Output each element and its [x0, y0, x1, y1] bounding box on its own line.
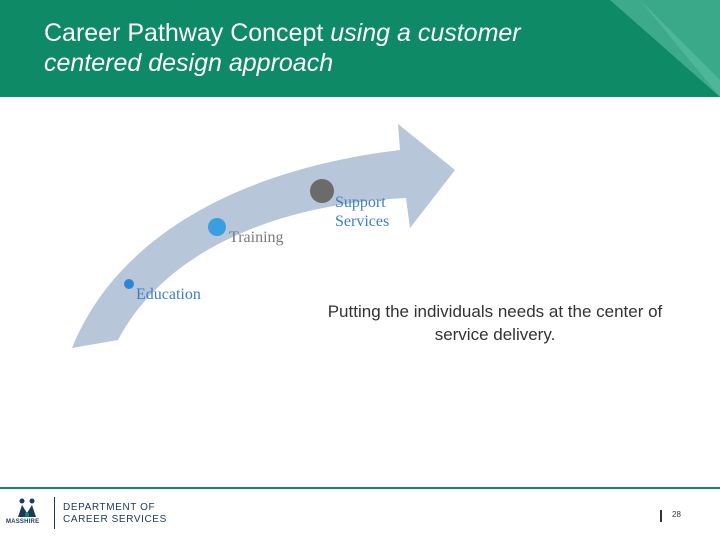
stage-training-label: Training [229, 229, 284, 246]
page-title: Career Pathway Concept using a customer … [44, 18, 644, 78]
department-name: DEPARTMENT OF CAREER SERVICES [63, 502, 167, 526]
title-banner: Career Pathway Concept using a customer … [0, 0, 720, 97]
footer-divider [0, 487, 720, 489]
title-plain: Career Pathway Concept [44, 19, 331, 47]
logo-wordmark: MASSHIRE [6, 519, 40, 525]
title-italic-2: centered design approach [44, 49, 334, 77]
masshire-logo-icon [18, 498, 36, 517]
pathway-arrow [72, 124, 455, 348]
title-italic-1: using a customer [330, 19, 521, 47]
body-text: Putting the individuals needs at the cen… [327, 302, 663, 344]
career-pathway-diagram [72, 124, 455, 348]
stage-support-label: Support Services [335, 193, 389, 231]
dept-line2: CAREER SERVICES [63, 514, 167, 525]
banner-stripe [610, 0, 720, 97]
stage-education-label: Education [136, 286, 201, 303]
education-dot-icon [124, 279, 134, 289]
support-dot-icon [310, 179, 334, 203]
support-label-line1: Support [335, 194, 386, 211]
support-label-line2: Services [335, 213, 390, 230]
logo-divider [54, 497, 55, 529]
page-number-bar [660, 510, 662, 522]
training-dot-icon [208, 218, 226, 236]
page-number: 28 [672, 510, 681, 519]
dept-line1: DEPARTMENT OF [63, 502, 156, 513]
